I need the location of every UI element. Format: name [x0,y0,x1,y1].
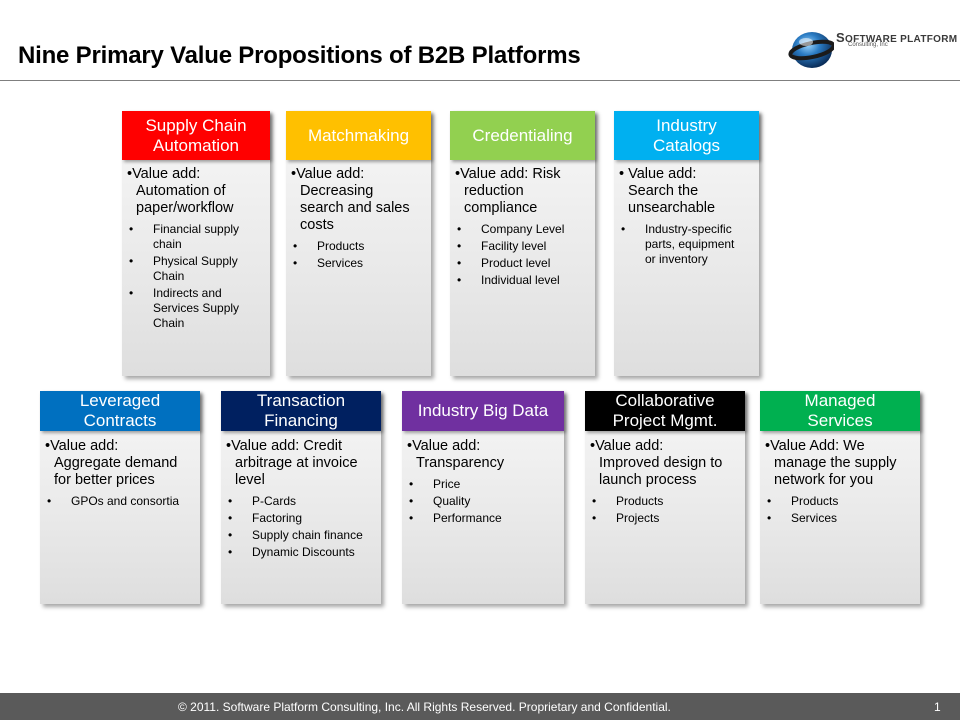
list-item: Industry-specific parts, equipment or in… [619,222,755,267]
list-item: Facility level [455,239,591,254]
list-item: P-Cards [226,494,377,509]
item-list: Products Services [765,494,916,526]
list-item: Products [291,239,427,254]
item-list: Products Projects [590,494,741,526]
list-item: Quality [407,494,560,509]
company-logo: SOFTWARE PLATFORM Consulting, Inc [788,20,958,72]
list-item: Services [765,511,916,526]
list-item: Dynamic Discounts [226,545,377,560]
card-body: •Value add: Decreasing search and sales … [291,166,427,273]
footer-bar: © 2011. Software Platform Consulting, In… [0,693,960,720]
card-header: Matchmaking [286,111,431,160]
item-list: Price Quality Performance [407,477,560,526]
title-divider [0,80,960,81]
list-item: Individual level [455,273,591,288]
list-item: Financial supply chain [127,222,266,252]
card-collaborative-project-mgmt: Collaborative Project Mgmt. •Value add: … [585,391,745,604]
list-item: Products [590,494,741,509]
list-item: Projects [590,511,741,526]
card-header: Credentialing [450,111,595,160]
list-item: Performance [407,511,560,526]
card-body: •Value add: Aggregate demand for better … [45,438,196,511]
item-list: Financial supply chain Physical Supply C… [127,222,266,331]
item-list: P-Cards Factoring Supply chain finance D… [226,494,377,560]
card-header: Managed Services [760,391,920,431]
list-item: Services [291,256,427,271]
value-add-text: • Value add: Search the unsearchable [619,166,716,216]
page-number: 1 [934,700,941,714]
value-add-text: •Value Add: We manage the supply network… [765,438,897,488]
card-body: •Value add: Transparency Price Quality P… [407,438,560,528]
card-credentialing: Credentialing •Value add: Risk reduction… [450,111,595,376]
item-list: Products Services [291,239,427,271]
value-add-text: •Value add: Transparency [407,438,505,471]
card-transaction-financing: Transaction Financing •Value add: Credit… [221,391,381,604]
logo-wordmark: SOFTWARE PLATFORM [836,30,958,45]
item-list: GPOs and consortia [45,494,196,509]
copyright-text: © 2011. Software Platform Consulting, In… [178,700,671,714]
card-header: Supply Chain Automation [122,111,270,160]
card-body: •Value add: Improved design to launch pr… [590,438,741,528]
value-add-text: •Value add: Automation of paper/workflow [127,166,234,216]
card-header: Transaction Financing [221,391,381,431]
value-add-text: •Value add: Improved design to launch pr… [590,438,723,488]
card-header: Collaborative Project Mgmt. [585,391,745,431]
card-body: • Value add: Search the unsearchable Ind… [619,166,755,269]
list-item: Products [765,494,916,509]
card-matchmaking: Matchmaking •Value add: Decreasing searc… [286,111,431,376]
logo-subtitle: Consulting, Inc [848,42,888,48]
card-body: •Value add: Risk reduction compliance Co… [455,166,591,290]
card-industry-big-data: Industry Big Data •Value add: Transparen… [402,391,564,604]
card-header: Industry Catalogs [614,111,759,160]
card-managed-services: Managed Services •Value Add: We manage t… [760,391,920,604]
card-header: Industry Big Data [402,391,564,431]
card-body: •Value add: Credit arbitrage at invoice … [226,438,377,562]
list-item: Product level [455,256,591,271]
card-industry-catalogs: Industry Catalogs • Value add: Search th… [614,111,759,376]
card-header: Leveraged Contracts [40,391,200,431]
card-body: •Value Add: We manage the supply network… [765,438,916,528]
list-item: Company Level [455,222,591,237]
slide-title: Nine Primary Value Propositions of B2B P… [18,42,581,69]
list-item: Supply chain finance [226,528,377,543]
item-list: Company Level Facility level Product lev… [455,222,591,288]
list-item: Price [407,477,560,492]
list-item: GPOs and consortia [45,494,196,509]
globe-logo-icon [788,32,836,68]
list-item: Physical Supply Chain [127,254,266,284]
list-item: Indirects and Services Supply Chain [127,286,266,331]
item-list: Industry-specific parts, equipment or in… [619,222,755,267]
value-add-text: •Value add: Aggregate demand for better … [45,438,178,488]
value-add-text: •Value add: Risk reduction compliance [455,166,561,216]
card-supply-chain-automation: Supply Chain Automation •Value add: Auto… [122,111,270,376]
card-leveraged-contracts: Leveraged Contracts •Value add: Aggregat… [40,391,200,604]
list-item: Factoring [226,511,377,526]
value-add-text: •Value add: Credit arbitrage at invoice … [226,438,358,488]
card-body: •Value add: Automation of paper/workflow… [127,166,266,333]
value-add-text: •Value add: Decreasing search and sales … [291,166,410,233]
